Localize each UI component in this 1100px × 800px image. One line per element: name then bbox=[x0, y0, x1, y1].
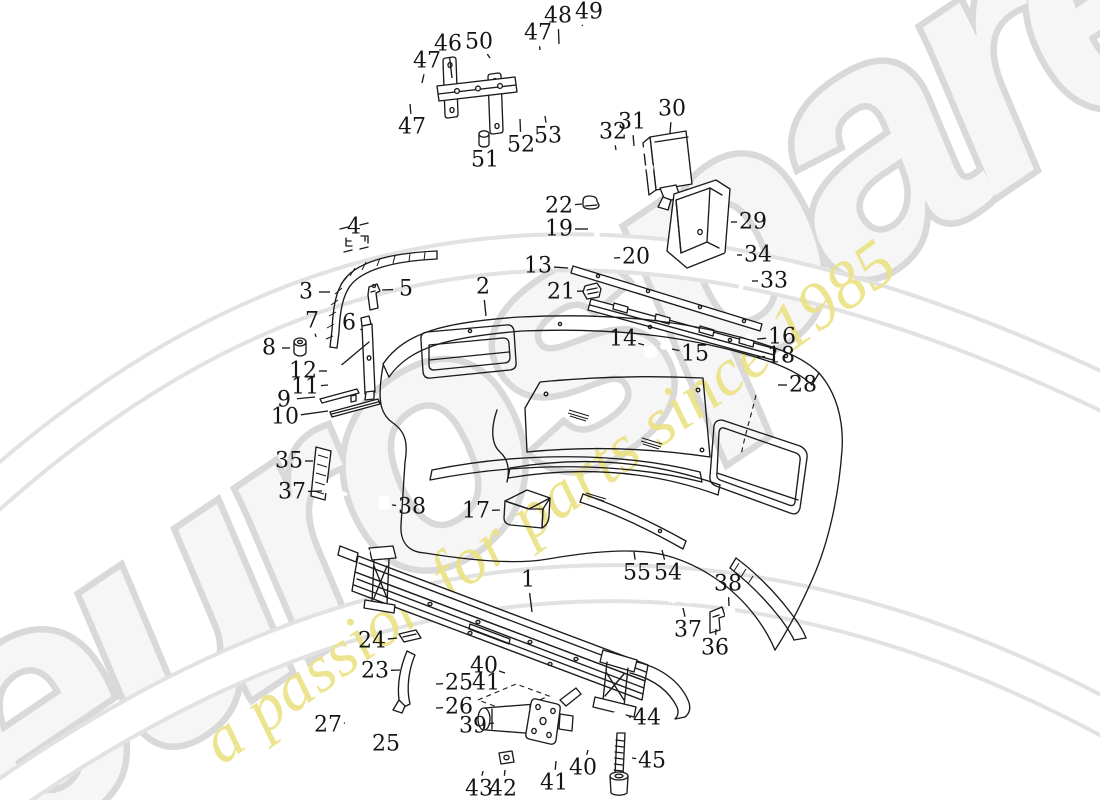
part-23-strip bbox=[392, 650, 416, 714]
leader-32 bbox=[614, 145, 617, 151]
leader-2 bbox=[483, 299, 487, 317]
leader-48 bbox=[557, 29, 560, 45]
leader-47 bbox=[421, 74, 425, 84]
part-40-screw-upper bbox=[503, 662, 531, 683]
part-6-strip bbox=[337, 315, 376, 401]
part-38-clip-left bbox=[378, 494, 390, 511]
part-36-bracket bbox=[709, 606, 726, 634]
leader-41 bbox=[554, 760, 557, 770]
leader-49 bbox=[581, 24, 584, 27]
leader-39 bbox=[488, 722, 495, 725]
part-5-bracket bbox=[367, 283, 381, 311]
part-41-washer-lower bbox=[551, 748, 563, 758]
art bbox=[293, 19, 843, 796]
leader-10 bbox=[300, 410, 329, 416]
part-28-grommet bbox=[740, 373, 778, 457]
part-2-bumper bbox=[379, 315, 843, 651]
leader-13 bbox=[553, 266, 569, 269]
leader-9 bbox=[296, 396, 316, 400]
leader-16 bbox=[756, 337, 767, 340]
part-29-duct bbox=[666, 179, 731, 269]
leader-40 bbox=[498, 670, 506, 674]
leader-46 bbox=[448, 57, 453, 79]
leader-43 bbox=[481, 770, 484, 776]
part-9-strip bbox=[319, 388, 360, 404]
leader-24 bbox=[387, 637, 398, 640]
part-27-screw bbox=[344, 716, 371, 731]
leader-7 bbox=[314, 333, 317, 338]
part-24-clip bbox=[398, 629, 422, 643]
part-42-square-nut bbox=[498, 750, 515, 765]
part-13-strip bbox=[570, 265, 763, 332]
part-30-bracket bbox=[631, 130, 693, 211]
part-17-pad bbox=[503, 489, 551, 529]
part-38-clip-right bbox=[724, 606, 736, 621]
part-14-reinforcement bbox=[587, 298, 777, 361]
part-25-washer-lower bbox=[384, 720, 396, 730]
callout-leader-lines bbox=[282, 24, 787, 776]
leader-15 bbox=[671, 348, 680, 352]
part-52-53 bbox=[514, 96, 556, 121]
leader-42 bbox=[503, 769, 506, 776]
part-39-damper bbox=[477, 687, 582, 745]
part-8-nut bbox=[293, 337, 307, 357]
leader-40 bbox=[586, 749, 589, 755]
leader-47 bbox=[409, 103, 412, 114]
leader-1 bbox=[528, 592, 533, 613]
part-4-clamps bbox=[339, 222, 369, 253]
part-54-strip bbox=[579, 493, 687, 550]
leader-50 bbox=[486, 53, 491, 59]
part-25-washer-upper bbox=[415, 678, 431, 690]
part-40-screw-lower bbox=[581, 728, 609, 749]
part-10-molding bbox=[329, 394, 381, 418]
leader-45 bbox=[631, 757, 637, 760]
part-55-plug bbox=[628, 535, 638, 548]
part-26-nut bbox=[413, 702, 429, 717]
leader-30 bbox=[669, 122, 672, 134]
part-43-nut bbox=[478, 755, 494, 772]
leader-22 bbox=[574, 203, 583, 206]
part-21-clip bbox=[582, 282, 602, 300]
leader-53 bbox=[544, 115, 547, 123]
part-3-seal bbox=[325, 250, 438, 349]
leader-37 bbox=[682, 607, 686, 617]
watermark-swoosh bbox=[0, 232, 1100, 800]
part-22-clip bbox=[582, 195, 600, 210]
part-46-bracket bbox=[436, 56, 518, 135]
part-50-screw bbox=[476, 51, 503, 76]
leader-54 bbox=[661, 549, 666, 560]
leader-55 bbox=[633, 551, 636, 560]
part-51-plug bbox=[478, 130, 490, 148]
leader-14 bbox=[638, 342, 645, 346]
part-1-beam bbox=[337, 545, 691, 720]
leader-11 bbox=[320, 384, 329, 387]
leader-31 bbox=[632, 135, 635, 147]
part-45-bolt bbox=[609, 732, 629, 796]
leader-6 bbox=[360, 328, 363, 331]
part-12-nut bbox=[329, 363, 345, 380]
